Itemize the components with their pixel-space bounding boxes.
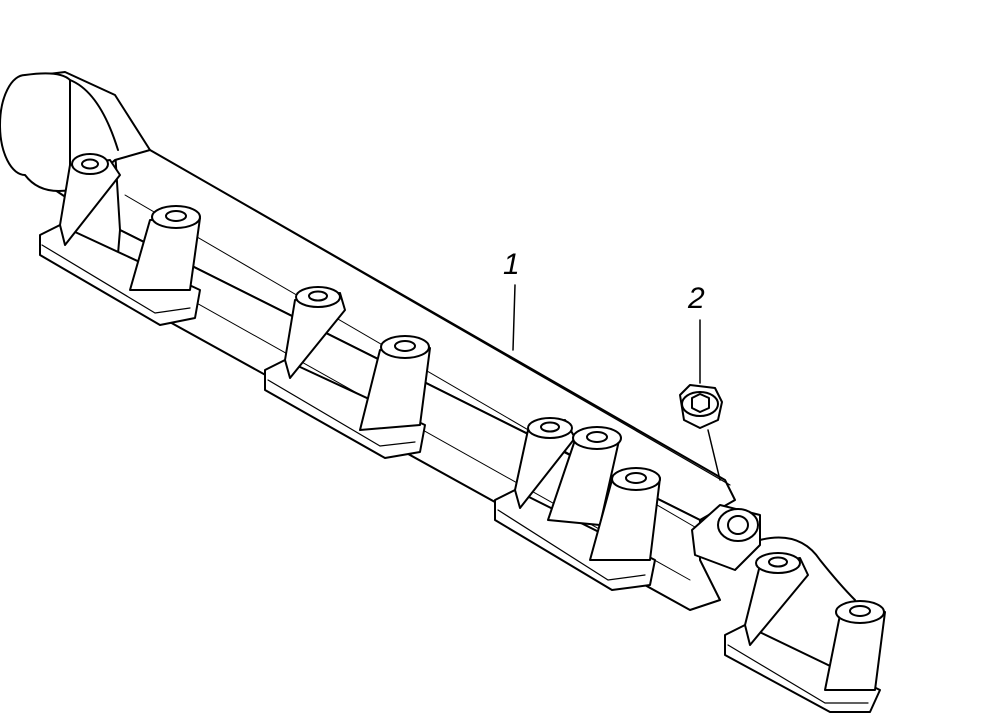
port-flange-1 [39, 153, 201, 326]
exhaust-manifold [0, 71, 886, 713]
inlet-tube [0, 71, 151, 201]
callout-label-1: 1 [503, 248, 520, 281]
mounting-boss [691, 504, 761, 571]
leader-line-1 [512, 284, 516, 351]
port-flange-2 [264, 286, 431, 459]
nut [679, 384, 723, 429]
port-flange-4 [724, 536, 886, 713]
callout-label-2: 2 [688, 282, 705, 315]
port-flange-3 [494, 417, 661, 591]
leader-line-2b [707, 429, 721, 481]
